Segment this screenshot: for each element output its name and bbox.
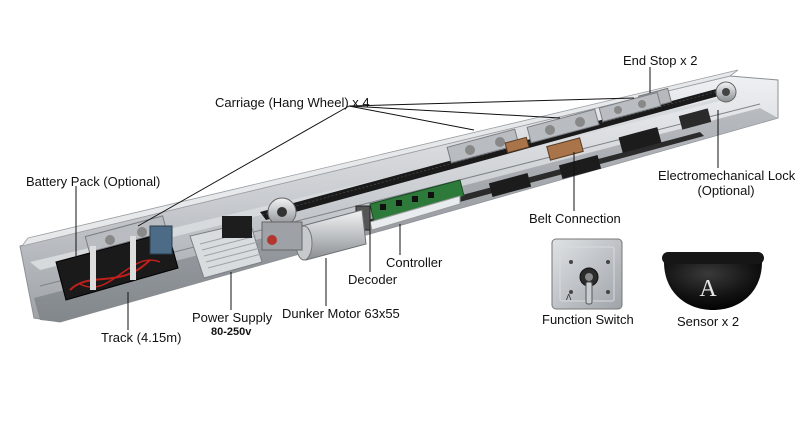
power-supply bbox=[189, 216, 263, 279]
sensor: A bbox=[662, 252, 764, 310]
label-decoder: Decoder bbox=[348, 272, 398, 287]
label-electromechanical-lock: Electromechanical Lock (Optional) bbox=[658, 168, 796, 198]
leader-carriage-2 bbox=[348, 105, 561, 119]
label-battery-pack: Battery Pack (Optional) bbox=[26, 174, 161, 189]
controller-board bbox=[369, 179, 465, 231]
label-controller: Controller bbox=[386, 255, 443, 270]
leader-carriage-4 bbox=[137, 105, 350, 227]
label-end-stop: End Stop x 2 bbox=[623, 53, 698, 68]
carriage bbox=[446, 128, 520, 164]
leader-lines bbox=[75, 67, 719, 330]
label-power-supply: Power Supply bbox=[192, 310, 273, 325]
leader-carriage-1 bbox=[348, 105, 475, 131]
dunker-motor bbox=[261, 197, 367, 261]
carriage bbox=[526, 108, 600, 144]
label-track: Track (4.15m) bbox=[101, 330, 182, 345]
carriage-group bbox=[84, 91, 662, 253]
label-carriage: Carriage (Hang Wheel) x 4 bbox=[215, 95, 370, 110]
label-function-switch: Function Switch bbox=[542, 312, 634, 327]
carriage bbox=[84, 215, 168, 253]
label-lock-line2: (Optional) bbox=[697, 183, 755, 198]
label-belt-connection: Belt Connection bbox=[529, 211, 621, 226]
label-lock-line1: Electromechanical Lock bbox=[658, 168, 796, 183]
label-power-supply-voltage: 80-250v bbox=[211, 326, 252, 338]
label-sensor: Sensor x 2 bbox=[677, 314, 740, 329]
svg-text:Λ: Λ bbox=[566, 293, 572, 302]
belt-connection bbox=[504, 136, 584, 161]
label-dunker-motor: Dunker Motor 63x55 bbox=[282, 306, 400, 321]
function-switch: Λ bbox=[551, 238, 623, 310]
electromechanical-lock bbox=[488, 108, 712, 197]
leader-carriage-3 bbox=[348, 97, 635, 107]
carriage bbox=[598, 91, 662, 123]
brand-logo-icon: A bbox=[699, 276, 717, 302]
battery-pack bbox=[55, 225, 179, 301]
